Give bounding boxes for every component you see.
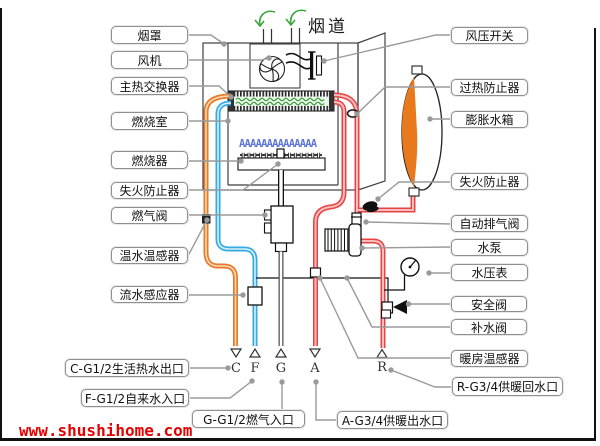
burner-flames: AAAAAAAAAAAAAA — [239, 138, 317, 150]
port-letter-c: C — [231, 361, 241, 376]
leader-dots — [204, 41, 433, 385]
label-port-f-mains-inlet: F-G1/2自来水入口 — [81, 389, 189, 407]
label-port-g-gas-inlet: G-G1/2燃气入口 — [192, 410, 305, 428]
heating-temp-sensor-icon — [309, 267, 322, 278]
label-burner: 燃烧器 — [111, 151, 188, 169]
label-flame-failure-right: 失火防止器 — [451, 173, 528, 190]
flue-pipes — [262, 28, 301, 44]
flow-sensor-icon — [247, 286, 263, 306]
label-port-c-dhw-outlet: C-G1/2生活热水出口 — [65, 359, 189, 377]
heat-exchanger-icon — [228, 90, 335, 112]
label-fume-hood: 烟罩 — [111, 26, 188, 44]
leader-lines — [187, 34, 452, 421]
frame-right-border — [594, 28, 596, 441]
label-expansion-tank: 膨胀水箱 — [451, 111, 528, 128]
flue-title: 烟道 — [308, 17, 348, 37]
burner-icon — [237, 148, 326, 171]
label-flame-failure-left: 失火防止器 — [111, 182, 188, 199]
label-gas-valve: 燃气阀 — [111, 207, 188, 224]
fan-icon — [249, 43, 301, 89]
label-main-heat-exchanger: 主热交换器 — [111, 77, 188, 95]
label-room-temp-sensor: 暖房温感器 — [451, 350, 528, 367]
frame-bottom-border — [0, 438, 596, 441]
port-letter-r: R — [377, 360, 387, 375]
label-flow-sensor: 流水感应器 — [111, 286, 188, 303]
label-auto-air-vent: 自动排气阀 — [451, 215, 528, 232]
flame-failure-sensor-icon — [362, 201, 379, 213]
hot-water-pipe — [203, 93, 238, 346]
label-safety-valve: 安全阀 — [451, 296, 527, 312]
label-overheat-preventer: 过热防止器 — [451, 79, 528, 96]
port-letter-f: F — [250, 361, 260, 376]
expansion-tank-icon — [401, 65, 443, 197]
gas-valve-icon — [263, 170, 294, 253]
label-combustion-chamber: 燃烧室 — [111, 112, 188, 130]
port-markers — [229, 347, 389, 359]
label-port-a-heating-supply: A-G3/4供暖出水口 — [337, 411, 448, 429]
label-dhw-temp-sensor: 温水温感器 — [111, 247, 188, 264]
label-air-pressure-switch: 风压开关 — [451, 27, 528, 44]
pressure-switch-icon — [285, 51, 323, 80]
fill-line — [256, 277, 389, 302]
port-letter-g: G — [275, 361, 287, 376]
exhaust-arrow-icon — [254, 9, 307, 28]
label-port-r-heating-return: R-G3/4供暖回水口 — [452, 377, 563, 396]
pressure-gauge-icon — [384, 257, 420, 291]
label-pressure-gauge: 水压表 — [451, 264, 528, 281]
safety-valve-icon — [380, 300, 407, 319]
pump-icon — [324, 212, 362, 257]
label-fan: 风机 — [111, 51, 188, 69]
watermark: www.shushihome.com — [19, 421, 193, 440]
label-makeup-valve: 补水阀 — [451, 319, 527, 335]
cold-water-pipe — [215, 100, 258, 346]
label-water-pump: 水泵 — [451, 239, 528, 256]
frame-left-border — [0, 8, 2, 441]
port-letter-a: A — [310, 361, 320, 376]
